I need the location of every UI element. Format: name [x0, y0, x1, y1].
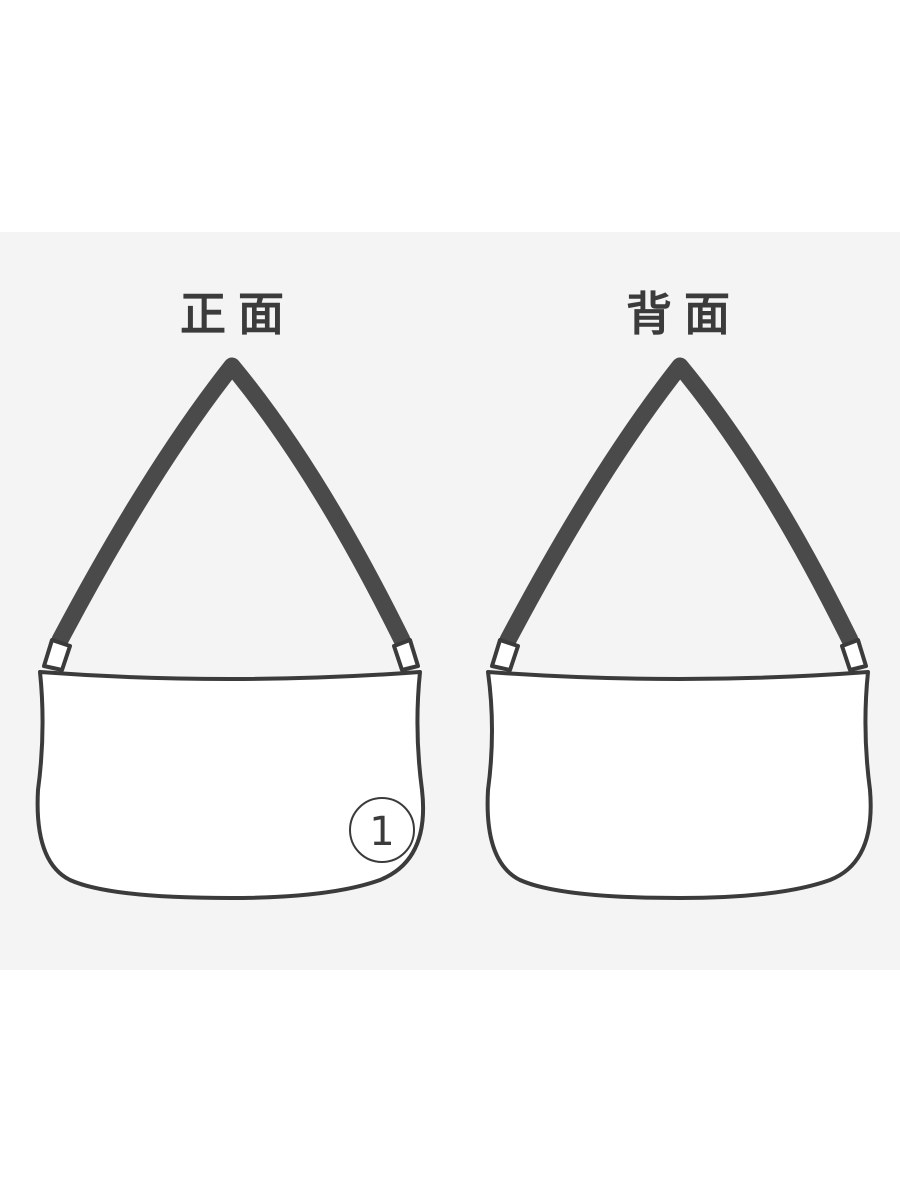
- back-bag-body: [485, 670, 873, 900]
- front-bag: 1: [35, 357, 425, 900]
- back-strap-right-connector: [840, 638, 868, 672]
- front-strap-left-connector: [42, 638, 72, 672]
- front-bag-body: [35, 670, 425, 900]
- back-strap-left-connector: [490, 638, 520, 672]
- front-view-label: 正面: [180, 287, 296, 341]
- front-strap-right-connector: [392, 638, 420, 672]
- back-view-label: 背面: [626, 287, 742, 341]
- front-strap: [51, 357, 411, 649]
- front-marker-circle: [349, 797, 415, 863]
- back-bag: [485, 357, 873, 900]
- front-marker-number: 1: [369, 809, 394, 855]
- back-strap: [499, 357, 859, 649]
